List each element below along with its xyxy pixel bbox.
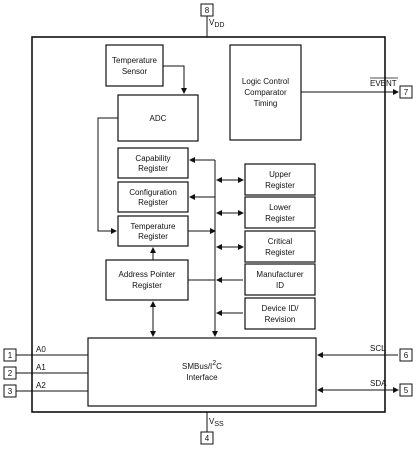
svg-text:Timing: Timing: [254, 99, 278, 108]
svg-text:Critical: Critical: [268, 237, 293, 246]
temperature-sensor-block: Temperature Sensor: [105, 44, 164, 87]
svg-text:Register: Register: [265, 181, 295, 190]
pin-vdd: 8 VDD: [200, 3, 224, 37]
smbus-interface-block: SMBus/I2C Interface: [87, 337, 317, 407]
device-id-revision-block: Device ID/ Revision: [244, 297, 316, 330]
svg-text:Device ID/: Device ID/: [262, 304, 300, 313]
pin-vss-number: 4: [205, 434, 210, 443]
sensor-to-adc-arrow: [163, 65, 187, 94]
pin-a1: 2 A1: [3, 363, 88, 380]
svg-text:Capability: Capability: [135, 154, 170, 163]
pin-a0-label: A0: [36, 345, 46, 354]
svg-text:Address Pointer: Address Pointer: [119, 270, 176, 279]
pin-a1-label: A1: [36, 363, 46, 372]
pin-event-number: 7: [404, 88, 409, 97]
manufacturer-id-block: Manufacturer ID: [244, 263, 316, 296]
svg-text:Temperature: Temperature: [112, 56, 157, 65]
lower-register-block: Lower Register: [244, 196, 316, 229]
pin-a1-number: 2: [8, 369, 13, 378]
configuration-register-block: Configuration Register: [117, 181, 189, 213]
pin-vdd-label: VDD: [209, 18, 224, 29]
svg-text:Interface: Interface: [186, 373, 218, 382]
pin-vdd-number: 8: [205, 6, 210, 15]
svg-text:ID: ID: [276, 281, 284, 290]
pin-vss: VSS 4: [200, 412, 224, 445]
svg-text:Comparator: Comparator: [244, 88, 287, 97]
svg-text:Register: Register: [138, 198, 168, 207]
svg-text:Upper: Upper: [269, 170, 291, 179]
critical-register-block: Critical Register: [244, 230, 316, 263]
pin-a2-number: 3: [8, 387, 13, 396]
temperature-register-block: Temperature Register: [117, 215, 189, 247]
svg-text:Register: Register: [138, 164, 168, 173]
pin-event: EVENT 7: [301, 77, 413, 99]
svg-text:Manufacturer: Manufacturer: [256, 270, 303, 279]
pin-vss-label: VSS: [209, 417, 224, 428]
chip-outline: [31, 36, 386, 413]
svg-text:Register: Register: [265, 248, 295, 257]
pin-sda-label: SDA: [370, 379, 387, 388]
svg-text:Configuration: Configuration: [129, 188, 177, 197]
pin-scl-number: 6: [404, 351, 409, 360]
address-pointer-register-block: Address Pointer Register: [105, 259, 189, 301]
svg-text:Register: Register: [132, 281, 162, 290]
svg-text:Lower: Lower: [269, 203, 291, 212]
adc-to-temperature-register-arrow: [97, 117, 118, 234]
svg-text:ADC: ADC: [150, 114, 167, 123]
capability-register-block: Capability Register: [117, 147, 189, 179]
svg-text:Register: Register: [138, 232, 168, 241]
pin-a2-label: A2: [36, 381, 46, 390]
pin-a0-number: 1: [8, 351, 13, 360]
pin-scl-label: SCL: [370, 344, 386, 353]
svg-text:Register: Register: [265, 214, 295, 223]
pin-sda: SDA 5: [317, 379, 413, 397]
svg-text:Logic Control: Logic Control: [242, 77, 289, 86]
svg-text:Sensor: Sensor: [122, 67, 148, 76]
svg-text:Temperature: Temperature: [131, 222, 176, 231]
pin-sda-number: 5: [404, 386, 409, 395]
logic-control-block: Logic Control Comparator Timing: [229, 44, 302, 141]
smbus-label: SMBus/I2C: [182, 360, 222, 371]
pin-scl: SCL 6: [317, 344, 413, 362]
pin-a2: 3 A2: [3, 381, 88, 398]
svg-text:Revision: Revision: [265, 315, 296, 324]
pin-event-label: EVENT: [370, 79, 397, 88]
pin-a0: 1 A0: [3, 345, 88, 362]
upper-register-block: Upper Register: [244, 163, 316, 196]
adc-block: ADC: [117, 94, 199, 142]
